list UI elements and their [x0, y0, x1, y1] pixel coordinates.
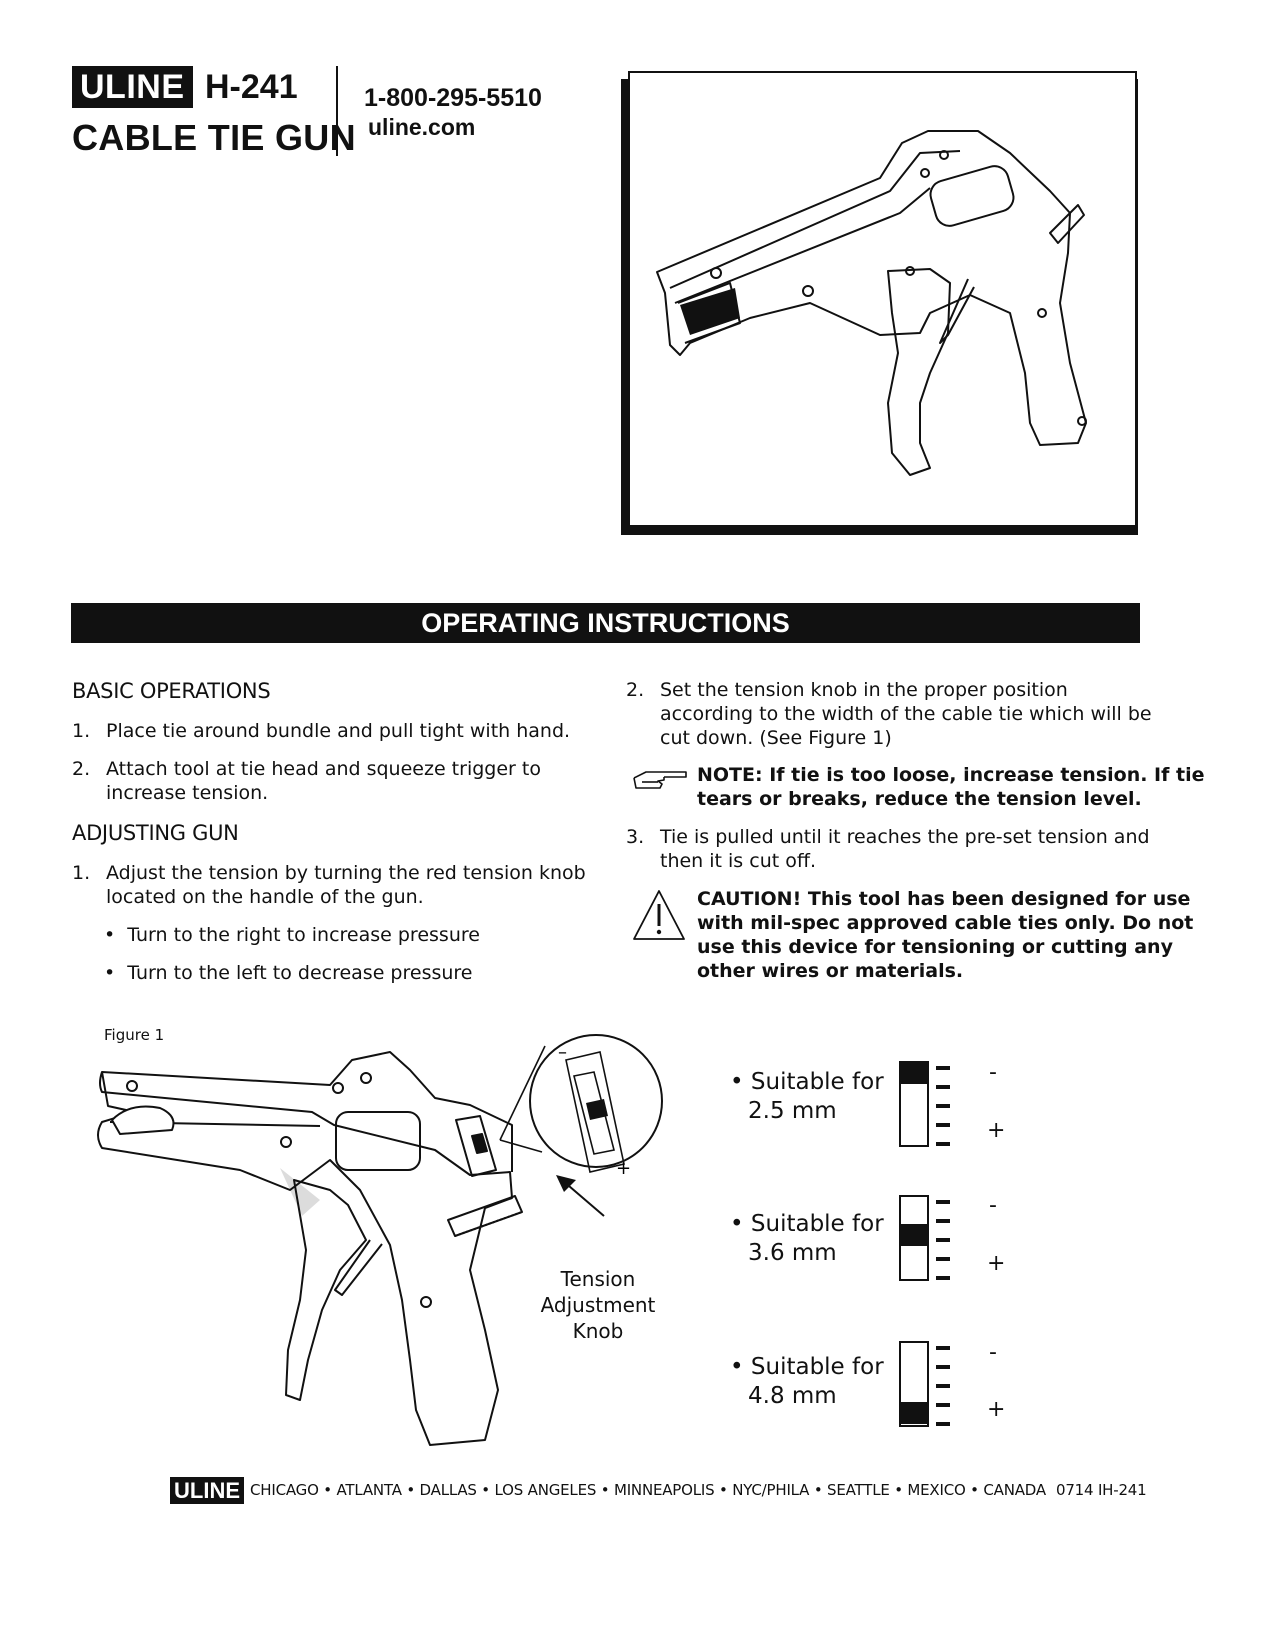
adjusting-gun-heading: ADJUSTING GUN — [72, 821, 239, 845]
cable-tie-gun-illustration — [656, 130, 1087, 476]
warning-icon — [633, 890, 685, 940]
step-2-line-3: cut down. (See Figure 1) — [660, 727, 892, 749]
footer-code: 0714 IH-241 — [1056, 1481, 1147, 1499]
setting-3-6mm: • Suitable for 3.6 mm — [730, 1211, 884, 1266]
knob-label-line-2: Adjustment Knob — [540, 1293, 656, 1343]
tension-gauge-2 — [899, 1195, 950, 1281]
caution-line-2: with mil-spec approved cable ties only. … — [697, 912, 1194, 934]
step-text: Attach tool at tie head and squeeze trig… — [106, 758, 541, 780]
adjust-step-number: 1. — [72, 862, 91, 884]
bullet-increase: • Turn to the right to increase pressure — [104, 924, 480, 946]
basic-step-1: 1. Place tie around bundle and pull tigh… — [72, 719, 572, 743]
magnifier-minus: – — [558, 1042, 567, 1063]
header-divider — [336, 66, 338, 156]
knob-label: Tension Adjustment Knob — [514, 1266, 682, 1344]
website: uline.com — [368, 114, 476, 140]
phone-number: 1-800-295-5510 — [364, 84, 542, 112]
step-number: 2. — [72, 758, 91, 780]
section-header: OPERATING INSTRUCTIONS — [71, 603, 1140, 643]
gauge-tick — [936, 1085, 950, 1089]
caution-line-3: use this device for tensioning or cuttin… — [697, 936, 1173, 958]
step-2-number: 2. — [626, 679, 645, 701]
gauge-tick — [936, 1219, 950, 1223]
basic-step-2-cont: increase tension. — [106, 782, 269, 804]
gauge-tick — [936, 1403, 950, 1407]
step-3-number: 3. — [626, 826, 645, 848]
tension-gauge-3 — [899, 1341, 950, 1427]
basic-operations-heading: BASIC OPERATIONS — [72, 679, 271, 703]
gauge-1-plus: + — [987, 1118, 1006, 1143]
gauge-tick — [936, 1142, 950, 1146]
tension-scale-magnifier: – + — [499, 1034, 663, 1179]
pointer-arrow — [556, 1175, 605, 1217]
basic-step-2: 2. Attach tool at tie head and squeeze t… — [72, 757, 572, 781]
gauge-tick — [936, 1123, 950, 1127]
gauge-tick — [936, 1384, 950, 1388]
step-3-line-2: then it is cut off. — [660, 850, 816, 872]
gauge-tick — [936, 1200, 950, 1204]
step-number: 1. — [72, 720, 91, 742]
note-line-1: NOTE: If tie is too loose, increase tens… — [697, 764, 1205, 786]
adjust-step-line-2: located on the handle of the gun. — [106, 886, 424, 908]
figure-label: Figure 1 — [104, 1026, 165, 1044]
step-3-line-1: Tie is pulled until it reaches the pre-s… — [660, 826, 1150, 848]
footer-cities: CHICAGO • ATLANTA • DALLAS • LOS ANGELES… — [250, 1481, 1046, 1499]
gauge-2-plus: + — [987, 1251, 1006, 1276]
adjust-step-line-1: Adjust the tension by turning the red te… — [106, 862, 586, 884]
model-number: H-241 — [205, 68, 298, 106]
footer-logo: ULINE — [170, 1477, 244, 1504]
caution-line-4: other wires or materials. — [697, 960, 964, 982]
gauge-tick — [936, 1104, 950, 1108]
tension-gauge-1 — [899, 1061, 950, 1147]
gauge-indicator — [900, 1224, 928, 1246]
product-title: CABLE TIE GUN — [72, 117, 356, 158]
gauge-tick — [936, 1365, 950, 1369]
gauge-indicator — [900, 1062, 928, 1084]
setting-2-5mm: • Suitable for 2.5 mm — [730, 1069, 884, 1124]
uline-logo: ULINE — [72, 66, 193, 108]
gauge-1-minus: - — [989, 1060, 997, 1085]
gauge-3-plus: + — [987, 1397, 1006, 1422]
cable-tie-gun-side-view — [97, 1051, 523, 1446]
step-2-line-1: Set the tension knob in the proper posit… — [660, 679, 1068, 701]
bullet-decrease: • Turn to the left to decrease pressure — [104, 962, 473, 984]
caution-line-1: CAUTION! This tool has been designed for… — [697, 888, 1191, 910]
note-line-2: tears or breaks, reduce the tension leve… — [697, 788, 1142, 810]
gauge-tick — [936, 1422, 950, 1426]
step-text: Place tie around bundle and pull tight w… — [106, 720, 571, 742]
gauge-3-minus: - — [989, 1340, 997, 1365]
gauge-tick — [936, 1276, 950, 1280]
knob-label-line-1: Tension — [560, 1267, 636, 1291]
step-2-line-2: according to the width of the cable tie … — [660, 703, 1152, 725]
gauge-indicator — [900, 1402, 928, 1424]
gauge-tick — [936, 1066, 950, 1070]
gauge-tick — [936, 1346, 950, 1350]
gauge-tick — [936, 1238, 950, 1242]
magnifier-plus: + — [616, 1158, 631, 1179]
product-image-frame — [628, 71, 1137, 527]
gauge-2-minus: - — [989, 1193, 997, 1218]
setting-4-8mm: • Suitable for 4.8 mm — [730, 1354, 884, 1409]
gauge-tick — [936, 1257, 950, 1261]
pointing-hand-icon — [633, 771, 687, 789]
